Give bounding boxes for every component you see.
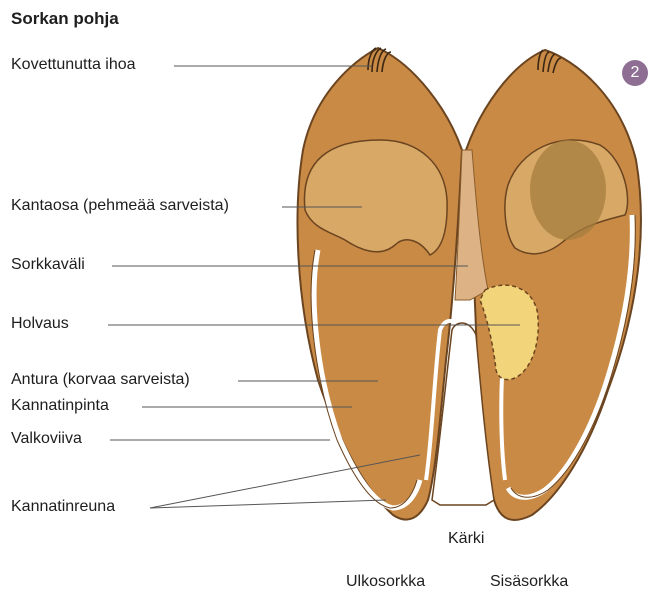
label-holvaus: Holvaus [11,315,69,333]
label-kannatinpinta: Kannatinpinta [11,397,109,415]
diagram-title: Sorkan pohja [11,10,119,28]
inner-claw-shape [466,50,641,520]
label-karki: Kärki [448,530,484,548]
label-kantaosa: Kantaosa (pehmeää sarveista) [11,197,229,215]
label-kovettunutta-ihoa: Kovettunutta ihoa [11,56,136,74]
page-badge: 2 [622,60,648,86]
label-kannatinreuna: Kannatinreuna [11,498,115,516]
label-ulkosorkka: Ulkosorkka [346,573,425,591]
outer-claw-shape [298,48,462,520]
label-sorkkavali: Sorkkaväli [11,256,85,274]
label-antura: Antura (korvaa sarveista) [11,371,190,389]
label-valkoviiva: Valkoviiva [11,430,82,448]
dark-patch [530,140,606,240]
label-sisasorkka: Sisäsorkka [490,573,568,591]
